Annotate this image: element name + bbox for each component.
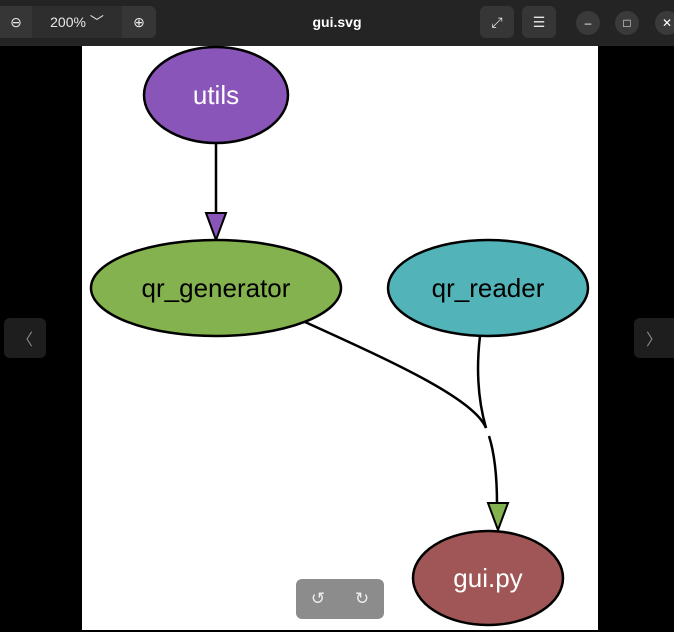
- zoom-out-icon: ⊖: [10, 13, 22, 30]
- menu-icon: ☰: [532, 13, 546, 30]
- maximize-button[interactable]: □: [615, 11, 639, 35]
- fullscreen-icon: ⤢: [491, 13, 503, 30]
- arrowhead-qr-generator: [486, 502, 510, 533]
- zoom-level: 200%: [50, 14, 86, 30]
- rotate-controls: ↺ ↻: [296, 579, 384, 619]
- next-image-button[interactable]: 〉: [634, 318, 674, 358]
- close-button[interactable]: ✕: [655, 11, 674, 35]
- maximize-icon: □: [623, 16, 631, 30]
- zoom-level-dropdown[interactable]: 200% ﹀: [34, 6, 120, 38]
- rotate-right-button[interactable]: ↻: [354, 589, 370, 608]
- node-utils-label: utils: [193, 80, 239, 110]
- node-utils: [142, 45, 290, 145]
- chevron-down-icon: ﹀: [89, 14, 104, 30]
- minimize-button[interactable]: –: [576, 11, 600, 35]
- menu-button[interactable]: ☰: [522, 6, 556, 38]
- minimize-icon: –: [584, 16, 592, 30]
- chevron-left-icon: 〈: [16, 332, 33, 349]
- node-qr-generator-label: qr_generator: [142, 273, 291, 303]
- node-gui-py: [411, 529, 565, 627]
- zoom-in-button[interactable]: ⊕: [122, 6, 156, 38]
- zoom-out-button[interactable]: ⊖: [0, 6, 32, 38]
- node-qr-reader-label: qr_reader: [432, 273, 545, 303]
- header-bar: ⊖ 200% ﹀ ⊕ gui.svg ⤢ ☰ – □ ✕: [0, 0, 674, 46]
- rotate-left-button[interactable]: ↺: [310, 589, 326, 608]
- previous-image-button[interactable]: 〈: [4, 318, 46, 358]
- chevron-right-icon: 〉: [645, 332, 662, 349]
- zoom-in-icon: ⊕: [133, 13, 145, 30]
- node-gui-py-label: gui.py: [453, 563, 522, 593]
- node-qr-reader: [386, 238, 590, 338]
- edge-qr-reader-gui: [476, 335, 488, 429]
- edge-qr-generator-gui: [304, 320, 499, 505]
- node-qr-generator: [89, 238, 343, 338]
- arrowhead-utils: [204, 212, 228, 243]
- close-icon: ✕: [661, 16, 673, 30]
- fullscreen-button[interactable]: ⤢: [480, 6, 514, 38]
